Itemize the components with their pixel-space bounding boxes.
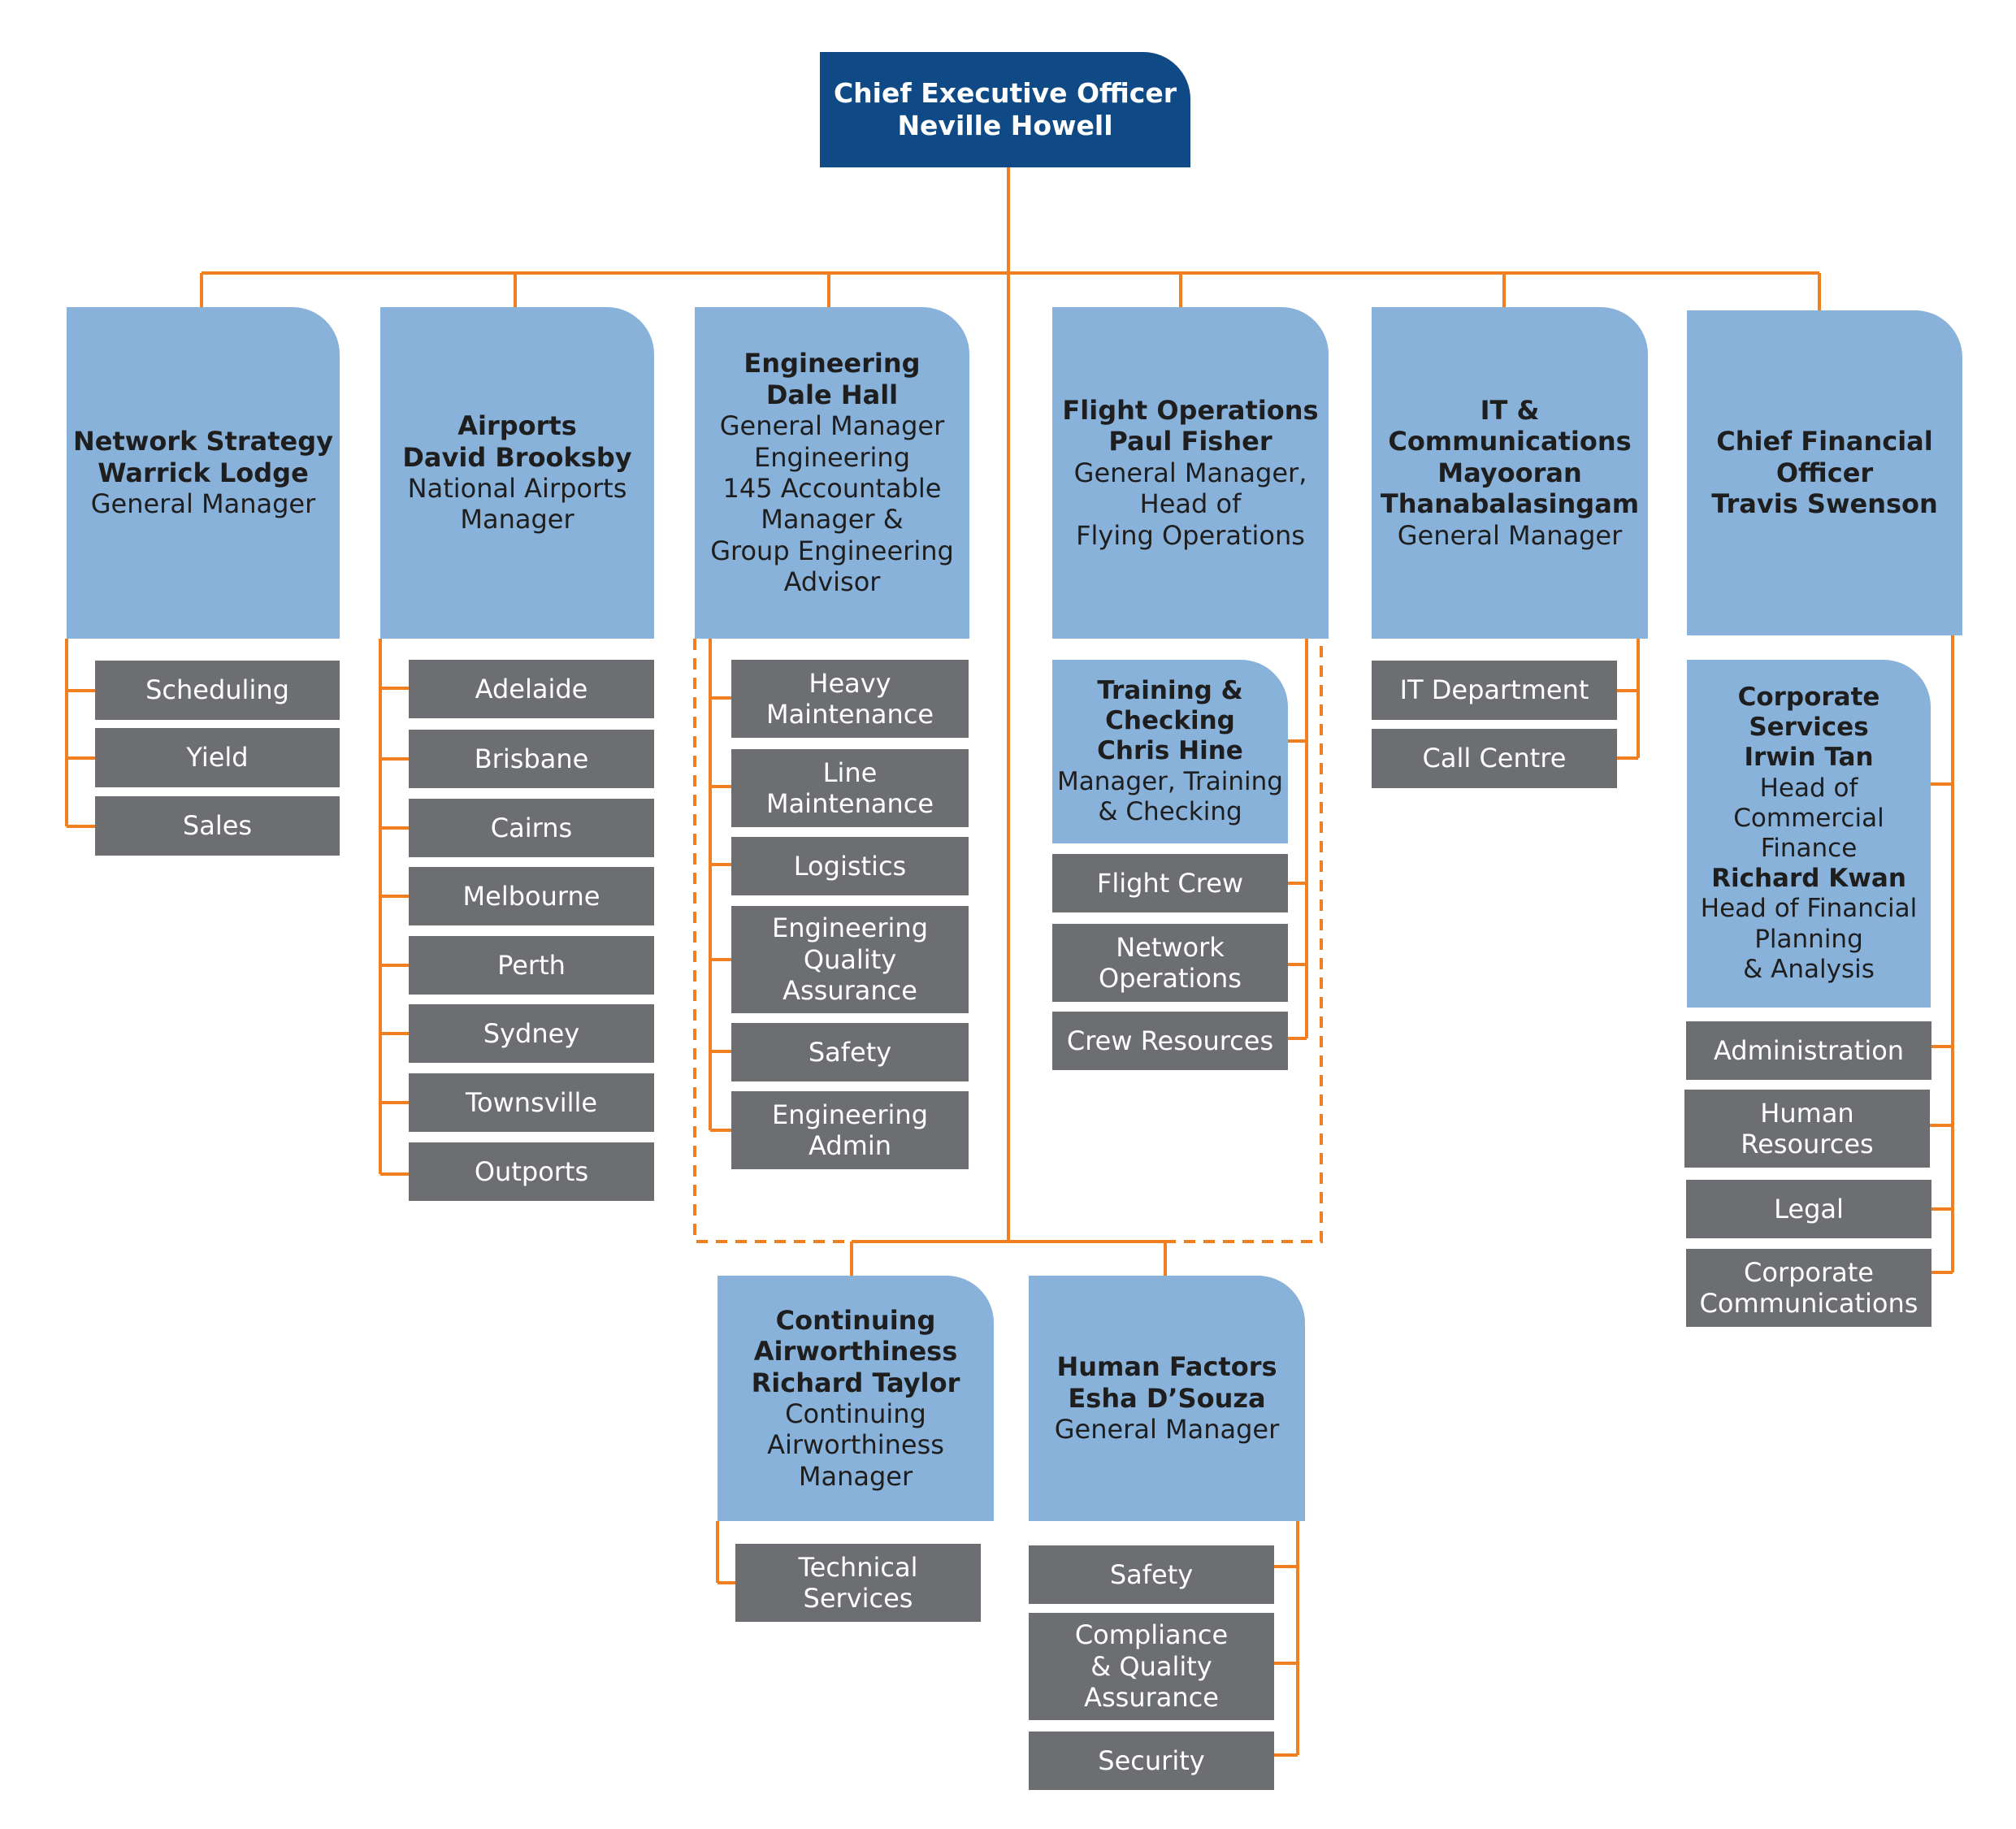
training-checking-title: Training & <box>1097 676 1243 706</box>
unit-scheduling: Scheduling <box>95 661 340 720</box>
unit-melbourne: Melbourne <box>409 867 654 925</box>
flight-operations-title: Flight Operations <box>1062 395 1319 427</box>
it-communications-role: General Manager <box>1397 519 1623 551</box>
unit-administration: Administration <box>1686 1021 1931 1080</box>
unit-line-maintenance: Line Maintenance <box>731 749 969 827</box>
unit-network-operations: Network Operations <box>1052 924 1288 1002</box>
unit-corporate-communications: Corporate Communications <box>1686 1249 1931 1327</box>
unit-technical-services: Technical Services <box>735 1544 981 1622</box>
training-checking-role: Manager, Training <box>1057 766 1283 796</box>
airports-role: National Airports <box>407 473 627 504</box>
training-checking-name: Chris Hine <box>1097 736 1243 766</box>
it-communications-title: IT & <box>1480 395 1540 427</box>
unit-human-factors-safety: Safety <box>1029 1545 1274 1604</box>
it-communications-box: IT & Communications Mayooran Thanabalasi… <box>1372 307 1648 639</box>
unit-cairns: Cairns <box>409 799 654 857</box>
unit-sales: Sales <box>95 796 340 856</box>
airports-box: Airports David Brooksby National Airport… <box>380 307 654 639</box>
engineering-name: Dale Hall <box>765 379 899 410</box>
flight-operations-box: Flight Operations Paul Fisher General Ma… <box>1052 307 1329 639</box>
unit-engineering-admin: Engineering Admin <box>731 1091 969 1169</box>
airports-name: David Brooksby <box>402 441 632 473</box>
unit-engineering-quality-assurance: Engineering Quality Assurance <box>731 906 969 1013</box>
unit-security: Security <box>1029 1731 1274 1790</box>
continuing-airworthiness-role: Continuing <box>785 1398 926 1429</box>
engineering-role: General Manager <box>719 410 945 442</box>
cfo-name: Travis Swenson <box>1711 488 1938 520</box>
cfo-box: Chief Financial Officer Travis Swenson <box>1687 310 1962 635</box>
ceo-box: Chief Executive Officer Neville Howell <box>820 52 1190 167</box>
human-factors-name: Esha D’Souza <box>1068 1382 1266 1414</box>
human-factors-box: Human Factors Esha D’Souza General Manag… <box>1029 1276 1305 1521</box>
continuing-airworthiness-title: Continuing <box>775 1304 936 1336</box>
unit-engineering-safety: Safety <box>731 1023 969 1081</box>
ceo-title: Chief Executive Officer <box>833 77 1177 110</box>
unit-compliance-quality-assurance: Compliance & Quality Assurance <box>1029 1613 1274 1720</box>
airports-title: Airports <box>457 410 577 442</box>
unit-call-centre: Call Centre <box>1372 729 1617 788</box>
cfo-title: Chief Financial <box>1716 426 1933 457</box>
unit-adelaide: Adelaide <box>409 660 654 718</box>
human-factors-title: Human Factors <box>1056 1351 1277 1383</box>
unit-logistics: Logistics <box>731 837 969 895</box>
unit-flight-crew: Flight Crew <box>1052 854 1288 912</box>
engineering-box: Engineering Dale Hall General Manager En… <box>695 307 969 639</box>
unit-townsville: Townsville <box>409 1073 654 1132</box>
network-strategy-box: Network Strategy Warrick Lodge General M… <box>67 307 340 639</box>
corporate-services-box: Corporate Services Irwin Tan Head of Com… <box>1687 660 1931 1008</box>
ceo-name: Neville Howell <box>897 110 1113 141</box>
unit-sydney: Sydney <box>409 1004 654 1063</box>
unit-human-resources: Human Resources <box>1684 1090 1930 1168</box>
unit-legal: Legal <box>1686 1180 1931 1238</box>
continuing-airworthiness-name: Richard Taylor <box>751 1367 960 1398</box>
unit-crew-resources: Crew Resources <box>1052 1012 1288 1070</box>
corporate-services-name-2: Richard Kwan <box>1711 864 1906 894</box>
unit-yield: Yield <box>95 728 340 787</box>
unit-heavy-maintenance: Heavy Maintenance <box>731 660 969 738</box>
unit-brisbane: Brisbane <box>409 730 654 788</box>
it-communications-name: Mayooran <box>1437 457 1582 488</box>
flight-operations-name: Paul Fisher <box>1108 426 1272 457</box>
human-factors-role: General Manager <box>1054 1414 1280 1445</box>
unit-outports: Outports <box>409 1142 654 1201</box>
network-strategy-role: General Manager <box>90 488 316 520</box>
engineering-title: Engineering <box>744 348 921 379</box>
network-strategy-name: Warrick Lodge <box>98 457 309 488</box>
network-strategy-title: Network Strategy <box>73 426 334 457</box>
corporate-services-title: Corporate <box>1737 683 1880 713</box>
unit-perth: Perth <box>409 936 654 995</box>
training-checking-box: Training & Checking Chris Hine Manager, … <box>1052 660 1288 843</box>
continuing-airworthiness-box: Continuing Airworthiness Richard Taylor … <box>718 1276 994 1521</box>
unit-it-department: IT Department <box>1372 661 1617 720</box>
corporate-services-name-1: Irwin Tan <box>1744 743 1874 773</box>
flight-operations-role: General Manager, <box>1073 457 1307 488</box>
